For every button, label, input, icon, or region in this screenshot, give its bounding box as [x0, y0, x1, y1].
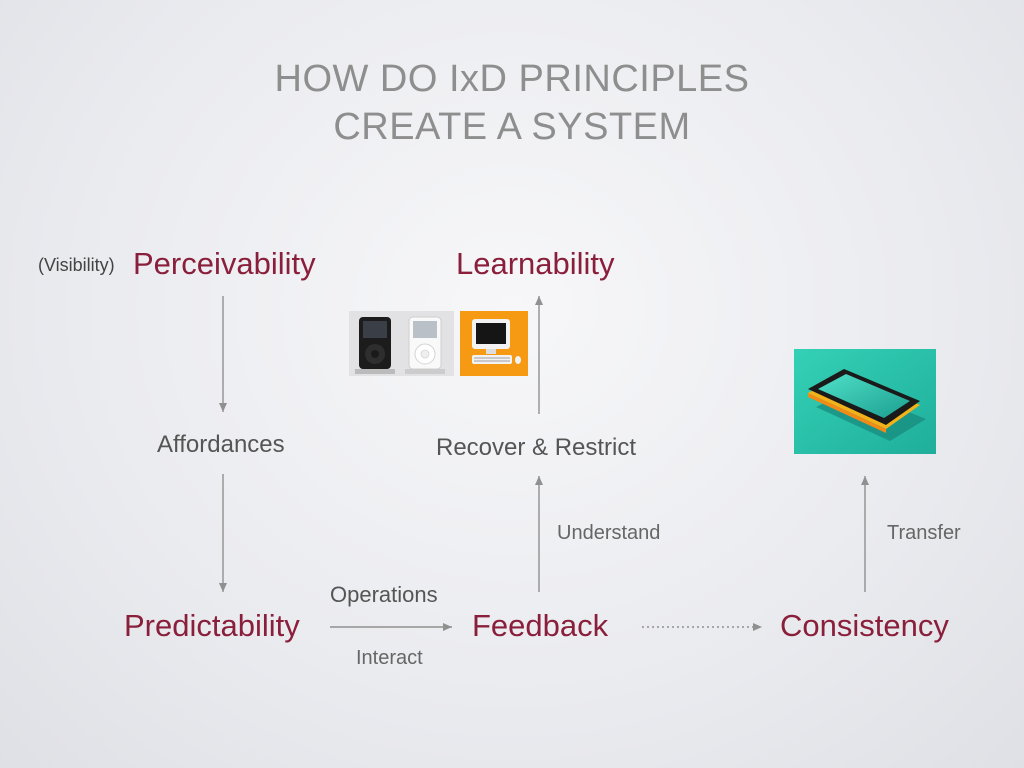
desktop-computer-image [460, 311, 528, 376]
node-predictability: Predictability [124, 608, 300, 643]
smartphone-image [794, 349, 936, 454]
node-consistency: Consistency [780, 608, 949, 643]
slide-title: HOW DO IxD PRINCIPLES CREATE A SYSTEM [0, 55, 1024, 151]
node-recover-restrict: Recover & Restrict [436, 434, 637, 461]
node-affordances: Affordances [157, 431, 285, 458]
label-understand: Understand [557, 522, 661, 544]
node-perceivability: Perceivability [133, 246, 316, 281]
title-line-1: HOW DO IxD PRINCIPLES [274, 58, 750, 100]
node-feedback: Feedback [472, 608, 609, 643]
visibility-note: (Visibility) [38, 255, 115, 275]
label-interact: Interact [356, 647, 423, 669]
label-transfer: Transfer [887, 522, 961, 544]
ipod-devices-image [349, 311, 454, 376]
title-line-2: CREATE A SYSTEM [333, 106, 691, 148]
label-operations: Operations [330, 582, 438, 607]
node-learnability: Learnability [456, 246, 615, 281]
